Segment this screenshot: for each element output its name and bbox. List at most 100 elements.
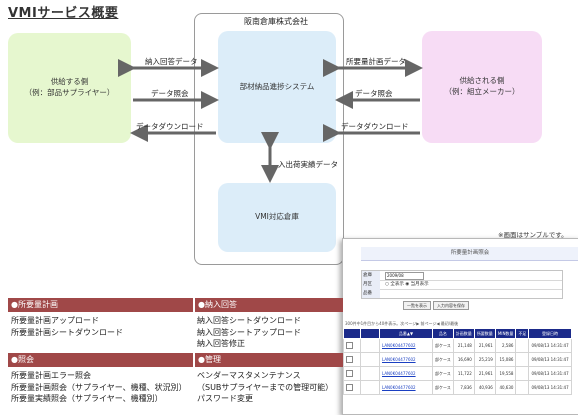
table-cell: 部ケース — [432, 352, 454, 367]
save-input-button[interactable]: 入力内容を保存 — [433, 301, 469, 310]
screenshot-header: 所要量計画照会 — [361, 247, 578, 261]
table-cell — [515, 338, 530, 353]
form-row: 品番 — [362, 289, 562, 298]
form-row: 倉庫 2009/08 — [362, 271, 562, 281]
section-header-requirement-plan: ●所要量計画 — [8, 298, 193, 312]
section-header-inquiry: ●照会 — [8, 353, 193, 367]
list-item: パスワード変更 — [197, 394, 253, 403]
section-list-inquiry: 所要量計画エラー照会 所要量計画照会（サプライヤー、機種、状況別） 所要量実績照… — [11, 370, 187, 405]
row-checkbox[interactable] — [346, 383, 353, 391]
list-item: （SUBサプライヤーまでの管理可能） — [197, 382, 334, 392]
section-list-requirement-plan: 所要量計画アップロード 所要量計画シートダウンロード — [11, 315, 123, 338]
part-number-link[interactable]: LAN0K04477602 — [379, 352, 433, 367]
table-header-row: 品番▲▼ 品名 計画数量 所要数量 MIN数量 不足 登録日時 — [343, 328, 572, 339]
section-header-management: ●管理 — [195, 353, 343, 367]
table-cell: 40,630 — [494, 380, 517, 395]
period-input[interactable]: 2009/08 — [385, 272, 424, 280]
arrow-label-maker-download: データダウンロード — [341, 122, 409, 131]
list-item: 納入回答修正 — [197, 339, 245, 348]
table-cell: 16,690 — [452, 352, 475, 367]
table-cell: 09/08/13 14:31:47 — [528, 380, 572, 395]
table-cell: 09/08/13 14:31:47 — [528, 338, 572, 353]
list-item: 所要量実績照会（サプライヤー、機種別） — [11, 394, 163, 403]
section-list-delivery-answer: 納入回答シートダウンロード 納入回答シートアップロード 納入回答修正 — [197, 315, 301, 350]
system-box-label: 部材納品進捗システム — [239, 81, 315, 91]
list-item: 所要量計画アップロード — [11, 316, 99, 325]
warehouse-box-label: VMI対応倉庫 — [255, 212, 299, 222]
table-cell: 40,936 — [473, 380, 496, 395]
table-cell — [515, 366, 530, 381]
column-header — [360, 328, 380, 339]
column-header: MIN数量 — [494, 328, 517, 339]
table-row: LAN0K04477602 部ケース 16,690 25,219 15,086 … — [343, 352, 572, 367]
column-header: 計画数量 — [452, 328, 475, 339]
company-label: 阪南倉庫株式会社 — [244, 17, 308, 26]
table-cell: 部ケース — [432, 338, 454, 353]
row-checkbox[interactable] — [346, 355, 353, 363]
maker-box: 供給される側 （例：組立メーカー） — [422, 31, 542, 143]
list-item: 所要量計画シートダウンロード — [11, 327, 123, 337]
table-cell: 部ケース — [432, 366, 454, 381]
arrow-label-maker-inquiry: データ照会 — [355, 89, 393, 98]
table-cell: 15,086 — [494, 352, 517, 367]
maker-box-label: 供給される側 （例：組立メーカー） — [444, 76, 520, 96]
show-list-button[interactable]: 一覧を表示 — [403, 301, 431, 310]
part-number-link[interactable]: LAN0K04477602 — [379, 366, 433, 381]
table-cell: 21,148 — [452, 338, 475, 353]
table-row: LAN0K04477602 部ケース 21,148 21,961 2,586 0… — [343, 338, 572, 353]
warehouse-box: VMI対応倉庫 — [218, 183, 336, 252]
column-header: 不足 — [515, 328, 530, 339]
table-row: LAN0K04477602 部ケース 11,722 21,961 19,558 … — [343, 366, 572, 381]
table-cell: 19,558 — [494, 366, 517, 381]
table-cell: 25,219 — [473, 352, 496, 367]
arrow-label-requirement-plan: 所要量計画データ — [346, 57, 406, 66]
form-label: 倉庫 — [362, 271, 380, 280]
column-header: 所要数量 — [473, 328, 496, 339]
column-header — [343, 328, 361, 339]
arrow-label-supplier-inquiry: データ照会 — [151, 89, 189, 98]
list-item: 所要量計画エラー照会 — [11, 371, 91, 380]
list-item: ベンダーマスタメンテナンス — [197, 371, 301, 380]
supplier-box-label: 供給する側 （例：部品サプライヤー） — [24, 77, 115, 97]
page-title: VMIサービス概要 — [8, 6, 119, 21]
section-header-delivery-answer: ●納入回答 — [195, 298, 343, 312]
list-item: 納入回答シートダウンロード — [197, 316, 301, 325]
table-cell: 2,586 — [494, 338, 517, 353]
paging-info: 300件中1件目から40件表示。次ページ▶ 前ページ◀ 最初/最後 — [345, 321, 459, 326]
table-cell — [515, 352, 530, 367]
table-cell: 7,836 — [452, 380, 475, 395]
table-cell — [360, 352, 380, 367]
system-box: 部材納品進捗システム — [218, 31, 336, 143]
form-label: 品番 — [362, 289, 380, 298]
table-cell: 21,961 — [473, 338, 496, 353]
arrow-label-shipping-record: 入出荷実績データ — [278, 160, 338, 169]
form-row: 月区 ○ 全表示 ◉ 当月表示 — [362, 280, 562, 290]
row-checkbox[interactable] — [346, 369, 353, 377]
arrow-label-supplier-download: データダウンロード — [136, 122, 204, 131]
sample-note: ※画面はサンプルです。 — [498, 231, 568, 239]
supplier-box: 供給する側 （例：部品サプライヤー） — [8, 33, 131, 143]
part-number-link[interactable]: LAN0K04477602 — [379, 338, 433, 353]
column-header[interactable]: 品番▲▼ — [379, 328, 433, 339]
month-radio[interactable]: ○ 全表示 ◉ 当月表示 — [385, 282, 429, 287]
column-header: 品名 — [432, 328, 454, 339]
table-cell: 09/08/13 14:31:47 — [528, 352, 572, 367]
column-header: 登録日時 — [528, 328, 572, 339]
row-checkbox[interactable] — [346, 341, 353, 349]
part-number-link[interactable]: LAN0K04477602 — [379, 380, 433, 395]
table-row: LAN0K04477602 部ケース 7,836 40,936 40,630 0… — [343, 380, 572, 395]
table-cell — [515, 380, 530, 395]
table-cell: 部ケース — [432, 380, 454, 395]
results-table: 品番▲▼ 品名 計画数量 所要数量 MIN数量 不足 登録日時 LAN0K044… — [343, 328, 572, 395]
search-form: 倉庫 2009/08 月区 ○ 全表示 ◉ 当月表示 品番 — [361, 270, 563, 299]
form-label: 月区 — [362, 280, 380, 289]
table-cell: 11,722 — [452, 366, 475, 381]
table-cell: 09/08/13 14:31:47 — [528, 366, 572, 381]
flow-arrows — [118, 59, 423, 183]
table-cell: 21,961 — [473, 366, 496, 381]
table-cell — [360, 338, 380, 353]
list-item: 納入回答シートアップロード — [197, 327, 301, 337]
sample-screenshot: 所要量計画照会 倉庫 2009/08 月区 ○ 全表示 ◉ 当月表示 品番 一覧… — [342, 238, 578, 415]
list-item: 所要量計画照会（サプライヤー、機種、状況別） — [11, 382, 187, 392]
section-list-management: ベンダーマスタメンテナンス （SUBサプライヤーまでの管理可能） パスワード変更 — [197, 370, 333, 405]
